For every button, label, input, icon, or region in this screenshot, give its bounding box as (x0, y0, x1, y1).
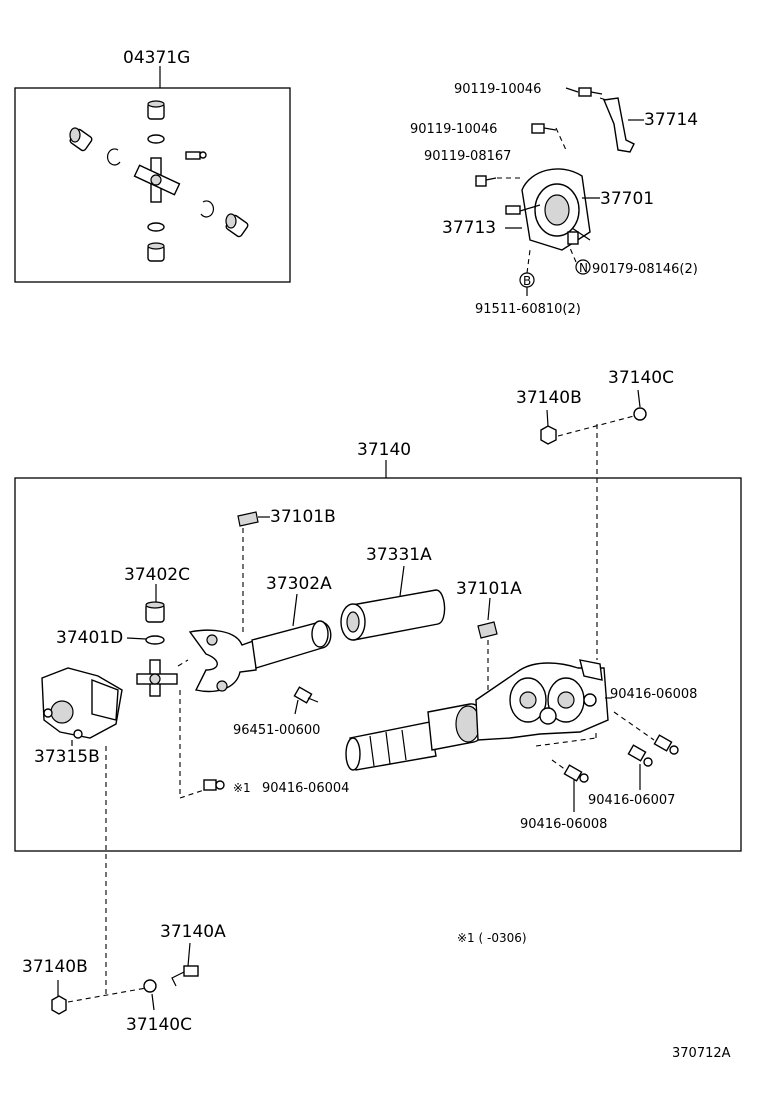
bearing-cup-top (147, 100, 165, 120)
washer-37140C-bottom (143, 979, 157, 993)
label-37101A[interactable]: 37101A (456, 579, 522, 599)
shaft-37302A (188, 620, 332, 693)
label-37302A[interactable]: 37302A (266, 574, 332, 594)
balance-weight-37101A (477, 621, 498, 639)
label-90179-08146[interactable]: 90179-08146(2) (592, 262, 698, 277)
washer-37140C-top (633, 407, 647, 421)
label-90416-06007[interactable]: 90416-06007 (588, 793, 675, 808)
label-90119-10046-b[interactable]: 90119-10046 (410, 122, 497, 137)
marker-b-text: B (523, 274, 531, 288)
label-90416-06008-b[interactable]: 90416-06008 (520, 817, 607, 832)
center-bearing-group: 90119-10046 37714 90119-10046 90119-0816… (410, 82, 698, 317)
nut-37140B-top (540, 425, 557, 445)
label-91511-60810[interactable]: 91511-60810(2) (475, 302, 581, 317)
label-37331A[interactable]: 37331A (366, 545, 432, 565)
grease-fitting-kit (185, 151, 207, 160)
label-37140C-top[interactable]: 37140C (608, 368, 674, 388)
snap-ring-37401D (145, 635, 165, 645)
grease-fitting-90416-06008-b (563, 764, 589, 783)
label-37140A[interactable]: 37140A (160, 922, 226, 942)
propeller-shaft-group: 37101B 37331A 37402C 37401D (34, 507, 697, 994)
label-37701[interactable]: 37701 (600, 189, 654, 209)
double-cardan-joint (475, 659, 609, 741)
snap-ring-bottom (147, 222, 165, 232)
dust-boot-37331A (340, 589, 446, 641)
bolt-90119-10046-a (578, 87, 603, 97)
flange-yoke-37315B (41, 667, 123, 739)
top-nut-group: 37140C 37140B (516, 368, 674, 660)
label-37402C[interactable]: 37402C (124, 565, 190, 585)
kit-04371G-group: 04371G (14, 48, 291, 283)
label-90416-06008-a[interactable]: 90416-06008 (610, 687, 697, 702)
label-04371G[interactable]: 04371G (123, 48, 190, 68)
bearing-cup-right (225, 213, 249, 238)
bolt-96451-00600 (293, 686, 319, 704)
snap-ring-top (147, 134, 165, 144)
figure-code: 370712A (672, 1046, 731, 1061)
bottom-fastener-group: 37140A 37140B 37140C (22, 922, 226, 1035)
grease-fitting-90416-06007 (627, 744, 653, 767)
label-37401D[interactable]: 37401D (56, 628, 123, 648)
spider-cross-main (136, 659, 178, 697)
snap-ring-right (200, 200, 215, 218)
nut-37140B-bottom (51, 995, 67, 1015)
bolt-37140A (171, 965, 199, 987)
bearing-cup-bottom (147, 242, 165, 262)
balance-weight-37101B (237, 511, 259, 527)
bolt-90119-10046-b (531, 123, 557, 134)
marker-n-text: N (579, 261, 588, 275)
bearing-cup-37402C (145, 601, 165, 623)
label-37714[interactable]: 37714 (644, 110, 698, 130)
label-96451-00600[interactable]: 96451-00600 (233, 723, 320, 738)
label-37101B[interactable]: 37101B (270, 507, 336, 527)
grease-fitting-90416-06008-a (653, 734, 679, 755)
kit-box (14, 87, 291, 283)
label-37140B-top[interactable]: 37140B (516, 388, 582, 408)
splined-yoke-shaft (345, 703, 485, 771)
bearing-support-37701 (505, 168, 591, 251)
label-90416-06004[interactable]: 90416-06004 (262, 781, 349, 796)
label-37140[interactable]: 37140 (357, 440, 411, 460)
footnote-applicability: ※1 ( -0306) (457, 931, 527, 945)
label-37315B[interactable]: 37315B (34, 747, 100, 767)
label-90119-10046-a[interactable]: 90119-10046 (454, 82, 541, 97)
grease-fitting-90416-06004 (203, 779, 225, 791)
note-marker-1: ※1 (233, 781, 251, 795)
label-90119-08167[interactable]: 90119-08167 (424, 149, 511, 164)
label-37713[interactable]: 37713 (442, 218, 496, 238)
snap-ring-left (106, 148, 121, 166)
spider-cross (133, 157, 181, 203)
main-assembly-box (14, 477, 742, 852)
label-37140B-bottom[interactable]: 37140B (22, 957, 88, 977)
bolt-90119-08167 (475, 175, 497, 187)
label-37140C-bottom[interactable]: 37140C (126, 1015, 192, 1035)
bearing-cup-left (69, 127, 93, 152)
bracket-37714 (603, 97, 635, 153)
marker-circle-n (575, 259, 591, 275)
